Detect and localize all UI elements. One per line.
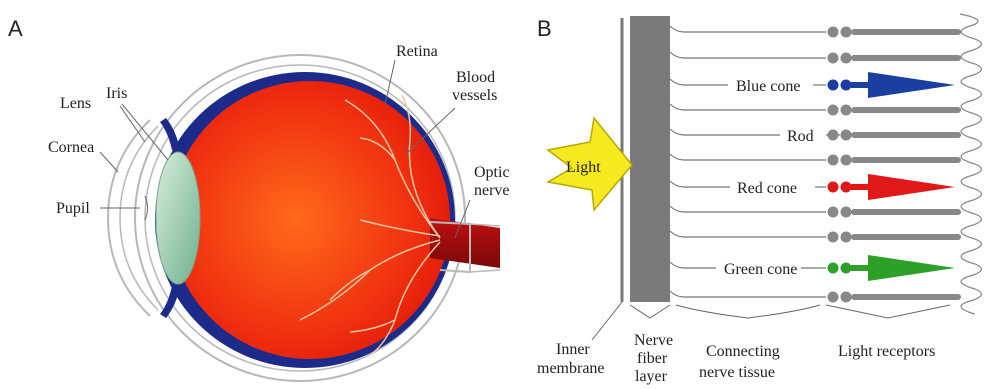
label-blood-1: Blood xyxy=(456,69,495,86)
label-blood-2: vessels xyxy=(452,87,497,104)
connecting-nerve-line xyxy=(670,52,826,58)
rod-cell xyxy=(851,132,961,138)
panel-b: B Light Blue cone Rod Red cone Green con… xyxy=(537,14,981,385)
cone-nucleus xyxy=(841,182,852,193)
label-connecting-1: Connecting xyxy=(706,343,780,360)
connecting-nerve-line xyxy=(670,129,780,135)
rod-nucleus xyxy=(828,105,839,116)
label-nerve-fiber-3: layer xyxy=(635,368,668,385)
label-connecting-2: nerve tissue xyxy=(699,364,775,381)
panel-a-letter: A xyxy=(8,16,23,41)
label-light-receptors: Light receptors xyxy=(838,343,935,360)
cone-nucleus xyxy=(841,263,852,274)
rod-nucleus xyxy=(828,207,839,218)
rod-nucleus xyxy=(828,155,839,166)
rod-cell xyxy=(851,234,961,240)
label-optic-2: nerve xyxy=(474,182,510,199)
connecting-nerve-line xyxy=(670,26,826,32)
panel-a: A xyxy=(8,16,510,381)
cone-nucleus xyxy=(841,80,852,91)
eyeball-interior xyxy=(170,81,450,359)
label-red-cone: Red cone xyxy=(737,180,797,197)
rod-nucleus xyxy=(841,155,852,166)
connecting-nerve-line xyxy=(670,231,826,237)
label-cornea: Cornea xyxy=(48,139,94,156)
label-lens: Lens xyxy=(60,95,91,112)
connecting-nerve-line xyxy=(670,262,716,268)
label-pupil: Pupil xyxy=(56,200,90,217)
nerve-fiber-layer xyxy=(630,16,670,302)
label-retina: Retina xyxy=(396,43,438,60)
lens-shape xyxy=(156,152,200,284)
connecting-nerve-line xyxy=(670,104,826,110)
receptor-rows xyxy=(670,26,961,303)
rod-nucleus xyxy=(828,130,839,141)
connecting-nerve-line xyxy=(670,181,730,187)
label-nerve-fiber-1: Nerve xyxy=(634,332,673,349)
label-iris: Iris xyxy=(106,85,127,102)
rod-cell xyxy=(851,107,961,113)
rod-nucleus xyxy=(841,105,852,116)
rod-nucleus xyxy=(841,53,852,64)
rod-nucleus xyxy=(841,292,852,303)
connecting-nerve-line xyxy=(670,206,826,212)
rod-nucleus xyxy=(841,27,852,38)
rod-nucleus xyxy=(841,130,852,141)
rod-nucleus xyxy=(828,232,839,243)
rod-nucleus xyxy=(828,292,839,303)
rod-cell xyxy=(851,209,961,215)
cone-nucleus xyxy=(828,182,839,193)
pigment-epithelium xyxy=(960,14,981,314)
label-nerve-fiber-2: fiber xyxy=(637,350,668,367)
panel-b-letter: B xyxy=(537,16,552,41)
cone-nucleus xyxy=(828,263,839,274)
label-optic-1: Optic xyxy=(474,164,510,181)
rod-nucleus xyxy=(828,53,839,64)
green-cone-cell xyxy=(851,255,955,281)
rod-cell xyxy=(851,29,961,35)
rod-cell xyxy=(851,157,961,163)
label-rod: Rod xyxy=(787,128,814,145)
connecting-nerve-line xyxy=(670,79,728,85)
cone-nucleus xyxy=(828,80,839,91)
label-green-cone: Green cone xyxy=(724,261,797,278)
rod-nucleus xyxy=(828,27,839,38)
label-inner-membrane-1: Inner xyxy=(556,341,590,358)
label-light: Light xyxy=(566,159,601,176)
label-inner-membrane-2: membrane xyxy=(537,360,605,377)
rod-nucleus xyxy=(841,232,852,243)
red-cone-cell xyxy=(851,174,955,200)
rod-cell xyxy=(851,55,961,61)
connecting-nerve-line xyxy=(670,291,826,297)
rod-nucleus xyxy=(841,207,852,218)
label-blue-cone: Blue cone xyxy=(736,78,800,95)
blue-cone-cell xyxy=(851,72,955,98)
connecting-nerve-line xyxy=(670,154,826,160)
rod-cell xyxy=(851,294,961,300)
